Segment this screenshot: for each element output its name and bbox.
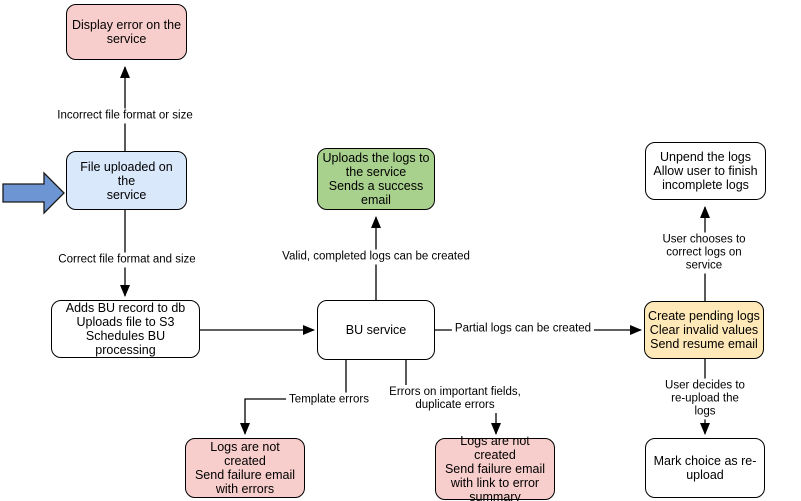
edge-label-incorrect-format: Incorrect file format or size <box>54 108 196 124</box>
node-uploads-logs: Uploads the logs to the service Sends a … <box>317 148 435 210</box>
node-file-uploaded: File uploaded on the service <box>66 151 187 210</box>
edge-label-correct-format: Correct file format and size <box>55 252 199 268</box>
edge-label-user-chooses: User chooses to correct logs on service <box>655 232 753 274</box>
node-create-pending: Create pending logs Clear invalid values… <box>644 301 764 359</box>
node-unpend-logs: Unpend the logs Allow user to finish inc… <box>645 142 766 200</box>
edge-label-valid-logs: Valid, completed logs can be created <box>279 249 473 265</box>
edge-label-user-decides: User decides to re-upload the logs <box>657 378 753 420</box>
node-adds-bu-record: Adds BU record to db Uploads file to S3 … <box>51 300 200 358</box>
node-bu-service: BU service <box>317 300 435 360</box>
node-fail-template: Logs are not created Send failure email … <box>185 438 305 498</box>
entry-arrow-icon <box>2 171 65 215</box>
edge-label-template-errors: Template errors <box>286 392 372 408</box>
node-display-error: Display error on the service <box>66 4 187 60</box>
edge-label-field-errors: Errors on important fields, duplicate er… <box>386 385 524 413</box>
node-mark-choice: Mark choice as re- upload <box>645 438 765 498</box>
edge-label-partial-logs: Partial logs can be created <box>451 321 595 337</box>
node-fail-fields: Logs are not created Send failure email … <box>435 434 555 501</box>
